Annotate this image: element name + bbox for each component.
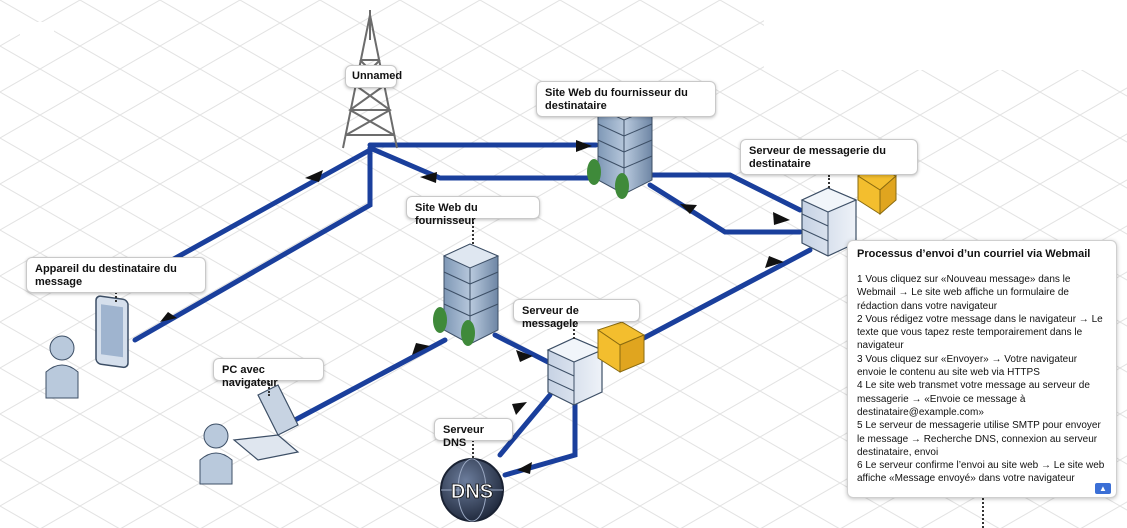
label-connector [982, 498, 984, 528]
blank-top-left [20, 22, 54, 56]
step-item: 4 Le site web transmet votre message au … [857, 380, 1090, 418]
label-recipient-device: Appareil du destinataire du message [26, 257, 206, 293]
dns-glyph: DNS [451, 481, 493, 503]
label-connector [472, 440, 474, 458]
step-item: 2 Vous rédigez votre message dans le nav… [857, 313, 1103, 352]
collapse-button[interactable]: ▲ [1095, 483, 1111, 494]
process-panel: Processus d’envoi d’un courriel via Webm… [847, 240, 1117, 498]
recipient-device [95, 295, 129, 369]
label-recipient-mail-server: Serveur de messagerie du destinataire [740, 139, 918, 175]
label-connector [573, 321, 575, 339]
envelopes-icon [596, 321, 646, 373]
arrow-icon [305, 170, 323, 182]
building-provider-site [433, 243, 500, 346]
server-mail [546, 321, 646, 406]
person-icon [45, 335, 79, 399]
direction-arrows [160, 140, 790, 474]
label-connector [828, 175, 830, 188]
link-mailserver-recipient-server [637, 247, 813, 343]
link-recipient-site-mailserver-lower [647, 182, 803, 235]
dns-globe-icon: DNS [440, 458, 504, 522]
link-provider-site-mailserver [492, 332, 551, 365]
step-item: 6 Le serveur confirme l’envoi au site we… [857, 460, 1105, 485]
arrow-icon [420, 172, 437, 183]
panel-title: Processus d’envoi d’un courriel via Webm… [857, 248, 1091, 260]
link-tower-recipient-site-lower [367, 145, 599, 181]
arrow-icon [765, 256, 784, 268]
person-icon [199, 423, 233, 485]
server-recipient-mail [800, 164, 897, 257]
arrow-icon [516, 350, 533, 362]
arrow-icon [512, 402, 527, 415]
chevron-up-icon: ▲ [1099, 484, 1107, 493]
laptop-icon [232, 384, 300, 461]
link-dns-mailserver [497, 392, 553, 458]
arrow-icon [160, 312, 177, 322]
label-recipient-site: Site Web du fournisseur du destinataire [536, 81, 716, 117]
label-mail-server: Serveur de messagele [513, 299, 640, 330]
arrow-icon [576, 140, 592, 152]
step-item: 1 Vous cliquez sur «Nouveau message» dan… [857, 274, 1071, 312]
arrow-icon [773, 212, 790, 225]
label-connector [115, 292, 117, 302]
arrow-icon [680, 204, 697, 214]
link-pc-provider-site [292, 337, 448, 423]
label-tower: Unnamed [345, 65, 402, 88]
label-connector [268, 380, 270, 396]
label-connector [472, 218, 474, 244]
arrow-icon [412, 343, 430, 355]
step-item: 3 Vous cliquez sur «Envoyer» → Votre nav… [857, 353, 1078, 379]
building-recipient-site [587, 95, 654, 199]
step-item: 5 Le serveur de messagerie utilise SMTP … [857, 420, 1101, 458]
blank-top-right [764, 0, 1127, 70]
label-pc: PC avec navigateur [213, 358, 324, 389]
link-tower-device [132, 147, 373, 343]
link-recipient-site-mailserver [647, 172, 803, 213]
panel-steps: 1 Vous cliquez sur «Nouveau message» dan… [857, 273, 1107, 486]
label-provider-site: Site Web du fournisseur [406, 196, 540, 227]
label-dns-server: Serveur DNS [434, 418, 513, 449]
arrow-icon [517, 462, 532, 474]
